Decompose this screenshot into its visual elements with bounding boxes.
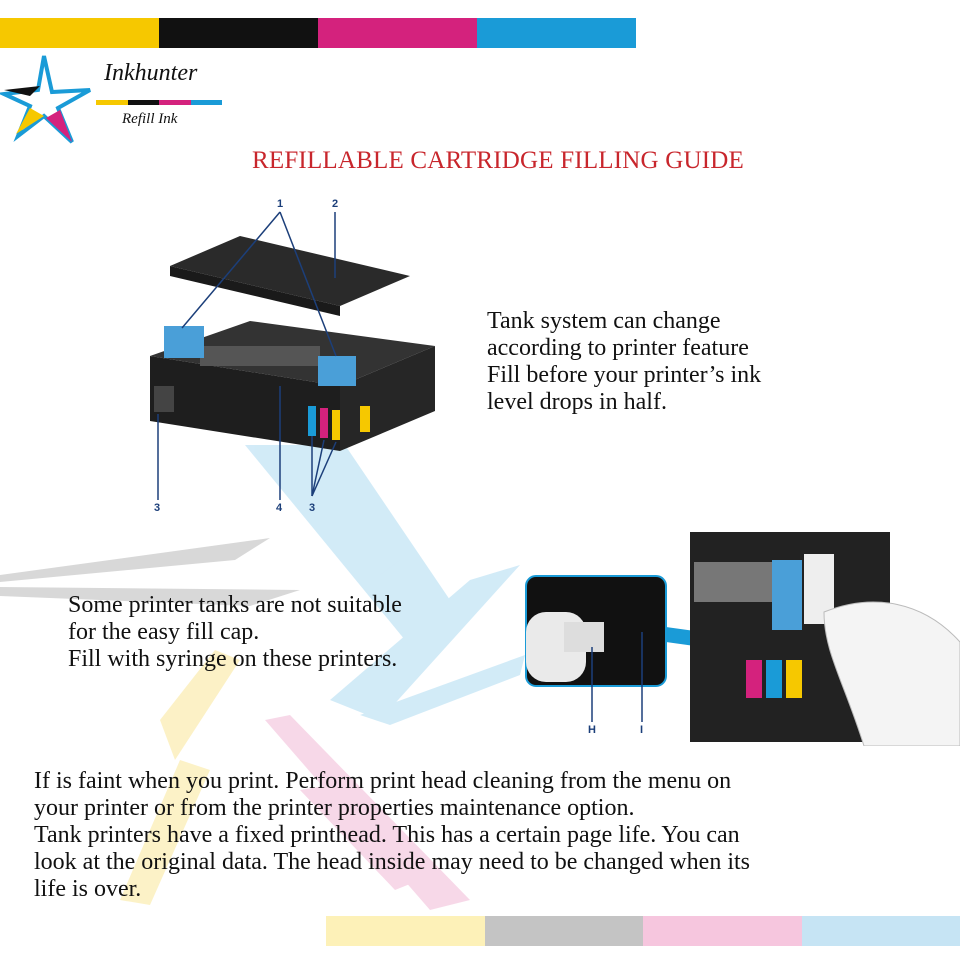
logo-subtitle: Refill Ink xyxy=(122,111,178,127)
callout-i: I xyxy=(640,724,644,736)
bottle-fill-illustration: H I xyxy=(524,532,960,747)
top-color-strip xyxy=(0,18,636,48)
tank-note: Tank system can change according to prin… xyxy=(487,308,762,415)
callout-h: H xyxy=(588,724,596,736)
strip-black xyxy=(159,18,318,48)
callout-2: 2 xyxy=(332,198,339,210)
strip-pale-yellow xyxy=(326,916,485,946)
cleaning-note: If is faint when you print. Perform prin… xyxy=(34,768,751,902)
callout-3-left: 3 xyxy=(154,502,161,514)
strip-pale-magenta xyxy=(643,916,802,946)
brand-logo xyxy=(0,50,240,150)
strip-yellow xyxy=(0,18,159,48)
page-title: REFILLABLE CARTRIDGE FILLING GUIDE xyxy=(251,147,745,174)
strip-magenta xyxy=(318,18,477,48)
logo-color-strip xyxy=(96,100,222,105)
strip-pale-gray xyxy=(484,916,643,946)
logo-name: Inkhunter xyxy=(104,60,198,86)
callout-4: 4 xyxy=(276,502,283,514)
callout-1: 1 xyxy=(277,198,284,210)
printer-illustration: 1 2 3 4 3 xyxy=(140,196,450,516)
strip-cyan xyxy=(477,18,636,48)
syringe-note: Some printer tanks are not suitable for … xyxy=(68,592,402,672)
callout-3-tanks: 3 xyxy=(309,502,316,514)
star-logo-icon xyxy=(0,55,91,144)
bottom-color-strip xyxy=(326,916,960,946)
strip-pale-cyan xyxy=(801,916,960,946)
